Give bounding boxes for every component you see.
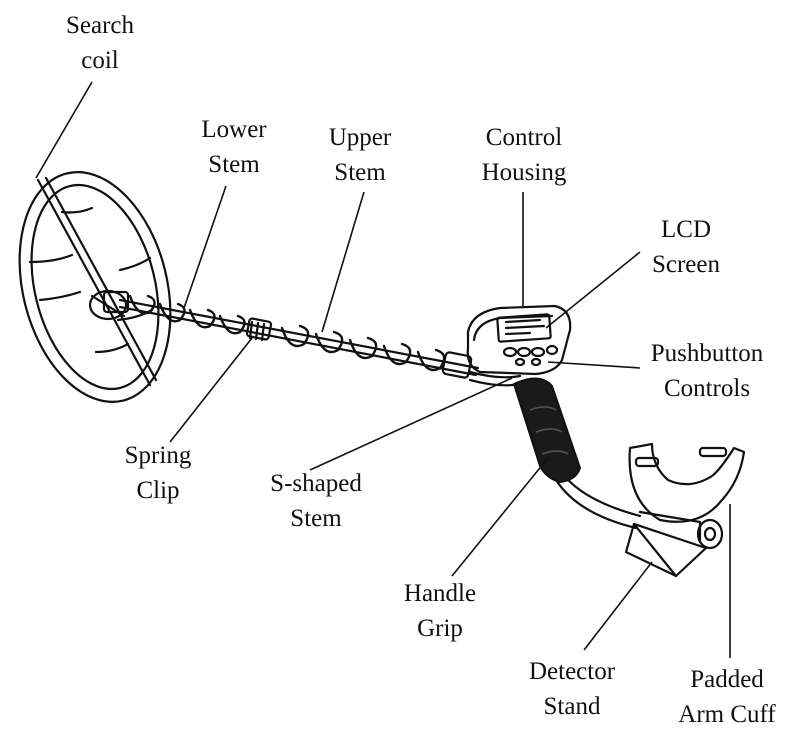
label-search-coil-line1: Search xyxy=(65,12,135,39)
label-search-coil: Search coil xyxy=(52,8,148,78)
spring-clip xyxy=(245,317,473,379)
search-coil xyxy=(18,171,172,403)
label-handle-grip-line1: Handle xyxy=(403,580,477,607)
label-lcd-screen-line2: Screen xyxy=(651,251,721,278)
label-control-housing-line1: Control xyxy=(485,124,563,151)
label-handle-grip-line2: Grip xyxy=(417,615,463,642)
label-upper-stem-line2: Stem xyxy=(334,159,386,186)
arm-cuff xyxy=(628,442,746,550)
label-lcd-screen-line1: LCD xyxy=(661,216,711,243)
main-shaft xyxy=(118,298,480,377)
label-spring-clip-line2: Clip xyxy=(136,477,180,504)
label-s-shaped-stem: S-shaped Stem xyxy=(258,466,374,536)
label-padded-arm-cuff-line2: Arm Cuff xyxy=(678,701,776,728)
leader-upper-stem xyxy=(321,191,365,333)
leader-spring-clip xyxy=(169,337,253,443)
label-lower-stem-line2: Stem xyxy=(208,151,260,178)
leader-detector-stand xyxy=(583,561,653,651)
label-pushbutton-controls-line2: Controls xyxy=(663,375,751,402)
label-s-shaped-stem-line2: Stem xyxy=(290,505,342,532)
label-upper-stem: Upper Stem xyxy=(312,120,408,190)
label-padded-arm-cuff-line1: Padded xyxy=(690,666,764,693)
leader-lines xyxy=(35,81,731,658)
label-handle-grip: Handle Grip xyxy=(388,576,492,646)
label-lcd-screen: LCD Screen xyxy=(636,212,736,282)
control-housing xyxy=(466,304,572,376)
label-s-shaped-stem-line1: S-shaped xyxy=(270,470,362,497)
label-pushbutton-controls: Pushbutton Controls xyxy=(632,336,782,406)
label-control-housing: Control Housing xyxy=(468,120,580,190)
leader-handle-grip xyxy=(451,457,549,577)
leader-lcd-screen xyxy=(545,251,641,329)
label-detector-stand: Detector Stand xyxy=(512,654,632,724)
handle-grip xyxy=(512,377,582,484)
label-detector-stand-line1: Detector xyxy=(528,658,616,685)
label-control-housing-line2: Housing xyxy=(481,159,567,186)
label-lower-stem-line1: Lower xyxy=(201,116,267,143)
label-lower-stem: Lower Stem xyxy=(186,112,282,182)
label-padded-arm-cuff: Padded Arm Cuff xyxy=(664,662,790,732)
label-spring-clip: Spring Clip xyxy=(106,438,210,508)
label-detector-stand-line2: Stand xyxy=(543,693,601,720)
label-search-coil-line2: coil xyxy=(81,47,119,74)
leader-lower-stem xyxy=(183,185,227,309)
leader-s-shaped-stem xyxy=(309,377,513,471)
coiled-cable xyxy=(128,294,446,372)
label-upper-stem-line1: Upper xyxy=(328,124,392,151)
detector-stand xyxy=(624,522,708,578)
leader-pushbutton-controls xyxy=(547,361,641,369)
label-spring-clip-line1: Spring xyxy=(124,442,192,469)
label-pushbutton-controls-line1: Pushbutton xyxy=(650,340,764,367)
leader-search-coil xyxy=(35,81,93,179)
